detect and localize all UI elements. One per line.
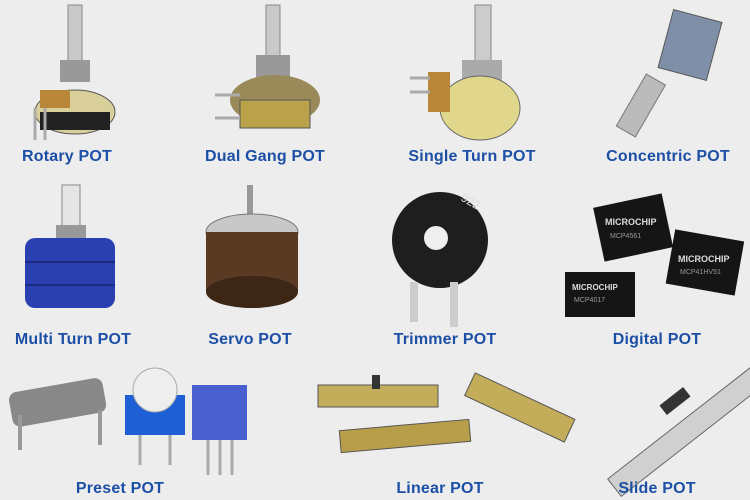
linear-pot-image <box>317 372 576 454</box>
concentric-pot-image <box>615 8 723 138</box>
dual-gang-pot-image <box>215 4 320 129</box>
svg-text:MCP4017: MCP4017 <box>574 297 605 304</box>
single-turn-pot-image <box>410 4 521 141</box>
label-concentric-pot: Concentric POT <box>606 148 730 165</box>
svg-text:MCP41HV51: MCP41HV51 <box>680 269 721 276</box>
label-servo-pot: Servo POT <box>208 331 292 348</box>
svg-text:MICROCHIP: MICROCHIP <box>605 217 657 227</box>
svg-text:MICROCHIP: MICROCHIP <box>678 254 730 264</box>
label-rotary-pot: Rotary POT <box>21 148 113 165</box>
trimmer-pot-image: 922 <box>392 190 488 327</box>
label-linear-pot: Linear POT <box>396 480 484 497</box>
slide-pot-image <box>607 364 750 498</box>
label-dual-gang-pot: Dual Gang POT <box>205 148 325 165</box>
label-multi-turn-pot: Multi Turn POT <box>14 331 132 348</box>
multi-turn-pot-image <box>25 184 115 308</box>
label-preset-pot: Preset POT <box>75 480 165 497</box>
label-trimmer-pot: Trimmer POT <box>393 331 497 348</box>
digital-pot-image: MICROCHIP MCP4561 MICROCHIP MCP41HV51 MI… <box>565 193 745 317</box>
servo-pot-image <box>205 185 299 308</box>
label-slide-pot: Slide POT <box>618 480 696 497</box>
preset-pot-image <box>9 367 247 475</box>
label-single-turn-pot: Single Turn POT <box>408 148 536 165</box>
svg-text:MICROCHIP: MICROCHIP <box>572 283 618 292</box>
rotary-pot-image <box>33 4 116 140</box>
svg-text:MCP4561: MCP4561 <box>610 233 641 240</box>
label-digital-pot: Digital POT <box>612 331 702 348</box>
